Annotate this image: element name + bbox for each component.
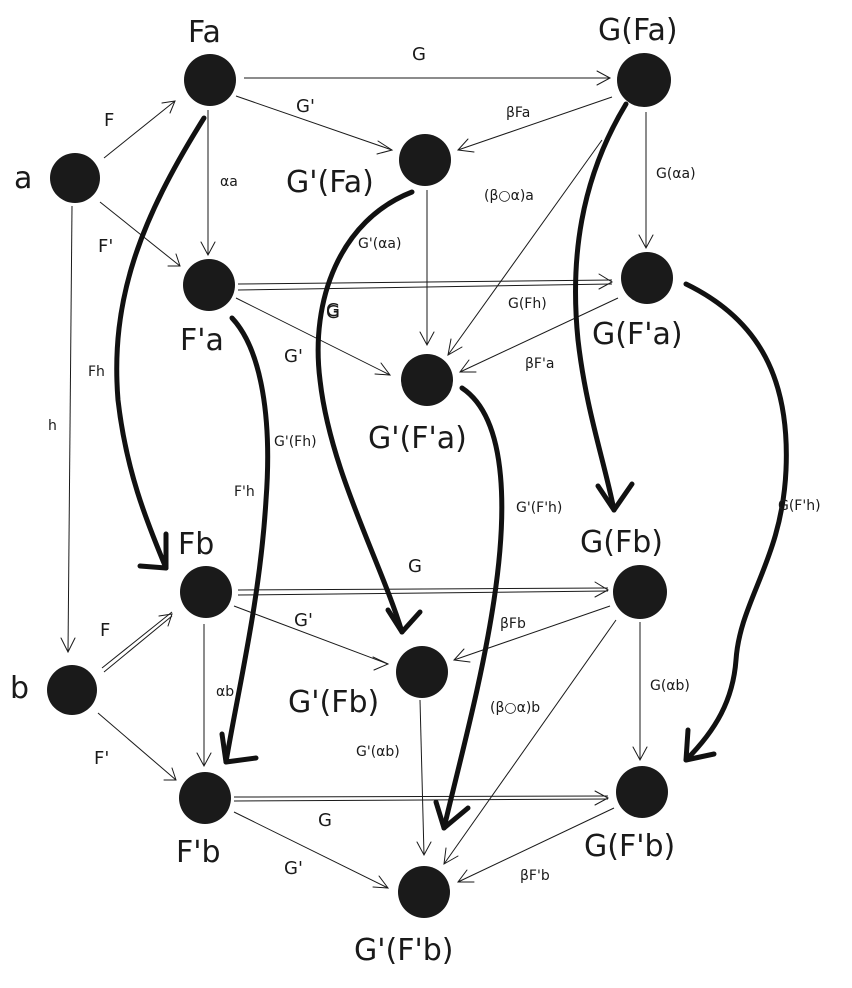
label-F'a: F'a <box>180 323 224 358</box>
edge-label-F'b-GF'b: G <box>318 810 332 831</box>
edge-label-Fb-G'Fb: G' <box>294 610 313 631</box>
label-G(F'b): G(F'b) <box>584 829 675 864</box>
edge-label-GFa-GFb: G(Fh) <box>508 296 547 312</box>
node-G(Fa) <box>617 53 671 107</box>
edge-label-Fa-F'a: αa <box>220 174 238 190</box>
edge-a-b <box>60 205 76 654</box>
edge-label-Fb-GFb: G <box>408 556 422 577</box>
edge-label-Fa-GFa: G <box>412 44 426 65</box>
edge-label-GFb-GF'b: G(αb) <box>650 678 690 694</box>
label-b: b <box>10 671 29 706</box>
node-a <box>50 153 100 203</box>
edge-GFb-GF'b <box>632 622 648 762</box>
node-Fa <box>184 54 236 106</box>
label-G'(Fb): G'(Fb) <box>288 685 379 720</box>
label-a: a <box>14 161 32 196</box>
edge-F'b-G'F'b <box>233 811 390 889</box>
edge-F'a-G'F'a <box>235 297 392 376</box>
edge-label-GFa-G'F'a: (β○α)a <box>484 188 534 204</box>
edge-b-Fb <box>101 611 173 673</box>
edge-Fb-F'b <box>196 624 212 768</box>
label-G'(F'b): G'(F'b) <box>354 933 453 968</box>
edge-G'F'a-G'F'b <box>433 385 505 831</box>
node-G'(Fb) <box>396 646 448 698</box>
edge-label-GFb-G'F'b: (β○α)b <box>490 700 540 716</box>
edge-G'Fa-G'F'a <box>419 190 435 347</box>
edge-GF'a-GF'b <box>683 281 789 763</box>
edge-label-GFb-G'Fb: βFb <box>500 616 526 632</box>
edge-label-GFa-G'Fa: βFa <box>506 105 530 121</box>
edge-GF'b-G'F'b <box>457 807 615 883</box>
edge-Fb-G'Fb <box>233 605 390 671</box>
edge-GFb-G'F'b <box>443 619 617 865</box>
edge-label-G'F'a-G'F'b: G'(F'h) <box>516 500 562 516</box>
node-G'(F'a) <box>401 354 453 406</box>
label-G'(Fa): G'(Fa) <box>286 165 374 200</box>
edge-label-Fa-Fb: Fh <box>88 364 105 380</box>
edge-label-Fb-F'b: αb <box>216 684 234 700</box>
node-Fb <box>180 566 232 618</box>
node-b <box>47 665 97 715</box>
edge-Fa-G'Fa <box>235 95 394 155</box>
edge-label-Fa-G'Fa: G' <box>296 96 315 117</box>
node-G'(F'b) <box>398 866 450 918</box>
edge-a-Fa <box>103 100 176 159</box>
label-G(Fb): G(Fb) <box>580 525 663 560</box>
edge-a-F'a <box>99 201 181 267</box>
thick-edges <box>114 101 789 831</box>
edge-label-G'Fa-G'F'a: G'(αa) <box>358 236 401 252</box>
edge-F'a-GF'a <box>237 273 614 291</box>
edge-label-GFa-GF'a: G(αa) <box>656 166 696 182</box>
edge-F'a-F'b <box>219 315 271 765</box>
edge-label-F'a-F'b: F'h <box>234 484 255 500</box>
edge-Fa-Fb <box>114 115 207 571</box>
edge-label-F'b-G'F'b: G' <box>284 858 303 879</box>
label-G(Fa): G(Fa) <box>598 13 678 48</box>
edge-label-GF'a-G'F'a: βF'a <box>525 356 554 372</box>
edge-label-b-Fb: F <box>100 620 110 641</box>
edge-b-F'b <box>97 712 177 781</box>
edge-label-GF'b-G'F'b: βF'b <box>520 868 550 884</box>
label-G(F'a): G(F'a) <box>592 317 683 352</box>
label-Fa: Fa <box>188 15 221 50</box>
node-labels: a Fa F'a G'(Fa) G(Fa) G(F'a) G'(F'a) b F… <box>10 13 683 968</box>
thin-edges <box>60 70 654 889</box>
edge-label-extra-G: G <box>326 300 340 321</box>
edge-label-GF'a-GF'b: G(F'h) <box>778 498 821 514</box>
edge-G'Fb-G'F'b <box>416 699 432 857</box>
node-G(Fb) <box>613 565 667 619</box>
edge-label-G'Fa-G'Fb: G'(Fh) <box>274 434 317 450</box>
edge-label-a-Fa: F <box>104 110 114 131</box>
node-G(F'a) <box>621 252 673 304</box>
edge-G'Fa-G'Fb <box>315 189 423 635</box>
edge-GFa-G'Fa <box>456 96 613 153</box>
edge-labels: F F' h G G' αa βFa G(αa) (β○α)a G'(αa) G… <box>48 44 821 884</box>
edge-label-F'a-G'F'a: G' <box>284 346 303 367</box>
edge-GFb-G'Fb <box>452 605 611 663</box>
edge-GFa-GFb <box>573 101 635 513</box>
edge-GFa-G'F'a <box>447 139 603 356</box>
node-G'(Fa) <box>399 134 451 186</box>
edge-label-a-b: h <box>48 418 57 434</box>
edge-label-b-F'b: F' <box>94 748 109 769</box>
edge-Fa-F'a <box>200 110 216 257</box>
edge-F'b-GF'b <box>233 790 610 806</box>
label-F'b: F'b <box>176 835 221 870</box>
edge-label-a-F'a: F' <box>98 236 113 257</box>
label-G'(F'a): G'(F'a) <box>368 421 467 456</box>
node-F'b <box>179 772 231 824</box>
node-G(F'b) <box>616 766 668 818</box>
edge-GFa-GF'a <box>638 112 654 250</box>
label-Fb: Fb <box>178 527 214 562</box>
edge-label-F'a-GF'a: G <box>326 302 340 323</box>
edge-GF'a-G'F'a <box>459 297 619 373</box>
edge-Fb-GFb <box>237 581 610 598</box>
edge-label-G'Fb-G'F'b: G'(αb) <box>356 744 400 760</box>
nodes <box>47 53 673 918</box>
edge-Fa-GFa <box>244 70 612 86</box>
node-F'a <box>183 259 235 311</box>
